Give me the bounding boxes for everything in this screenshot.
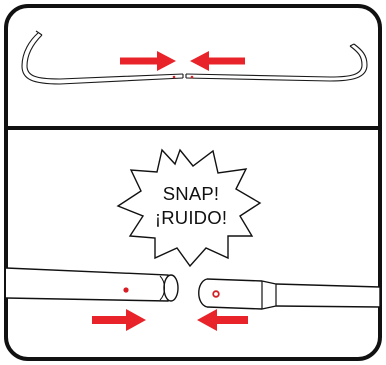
- arrow-right-bottom: [92, 309, 146, 331]
- top-right-dot: [190, 75, 194, 79]
- arrow-left-top: [190, 51, 245, 71]
- left-tube: [5, 267, 179, 302]
- arrow-right-top: [120, 51, 176, 71]
- bottom-panel: SNAP! ¡RUIDO!: [5, 148, 381, 331]
- left-tube-dot: [123, 287, 129, 293]
- right-frame-half: [185, 43, 368, 82]
- burst-line-2: ¡RUIDO!: [155, 207, 227, 228]
- burst-line-1: SNAP!: [163, 183, 220, 204]
- top-left-dot: [172, 75, 176, 79]
- arrow-left-bottom: [197, 309, 248, 331]
- right-tube-hole: [212, 290, 220, 298]
- top-panel: [21, 30, 368, 85]
- snap-burst: [116, 148, 262, 268]
- left-frame-half: [21, 30, 184, 85]
- right-tube: [198, 278, 381, 310]
